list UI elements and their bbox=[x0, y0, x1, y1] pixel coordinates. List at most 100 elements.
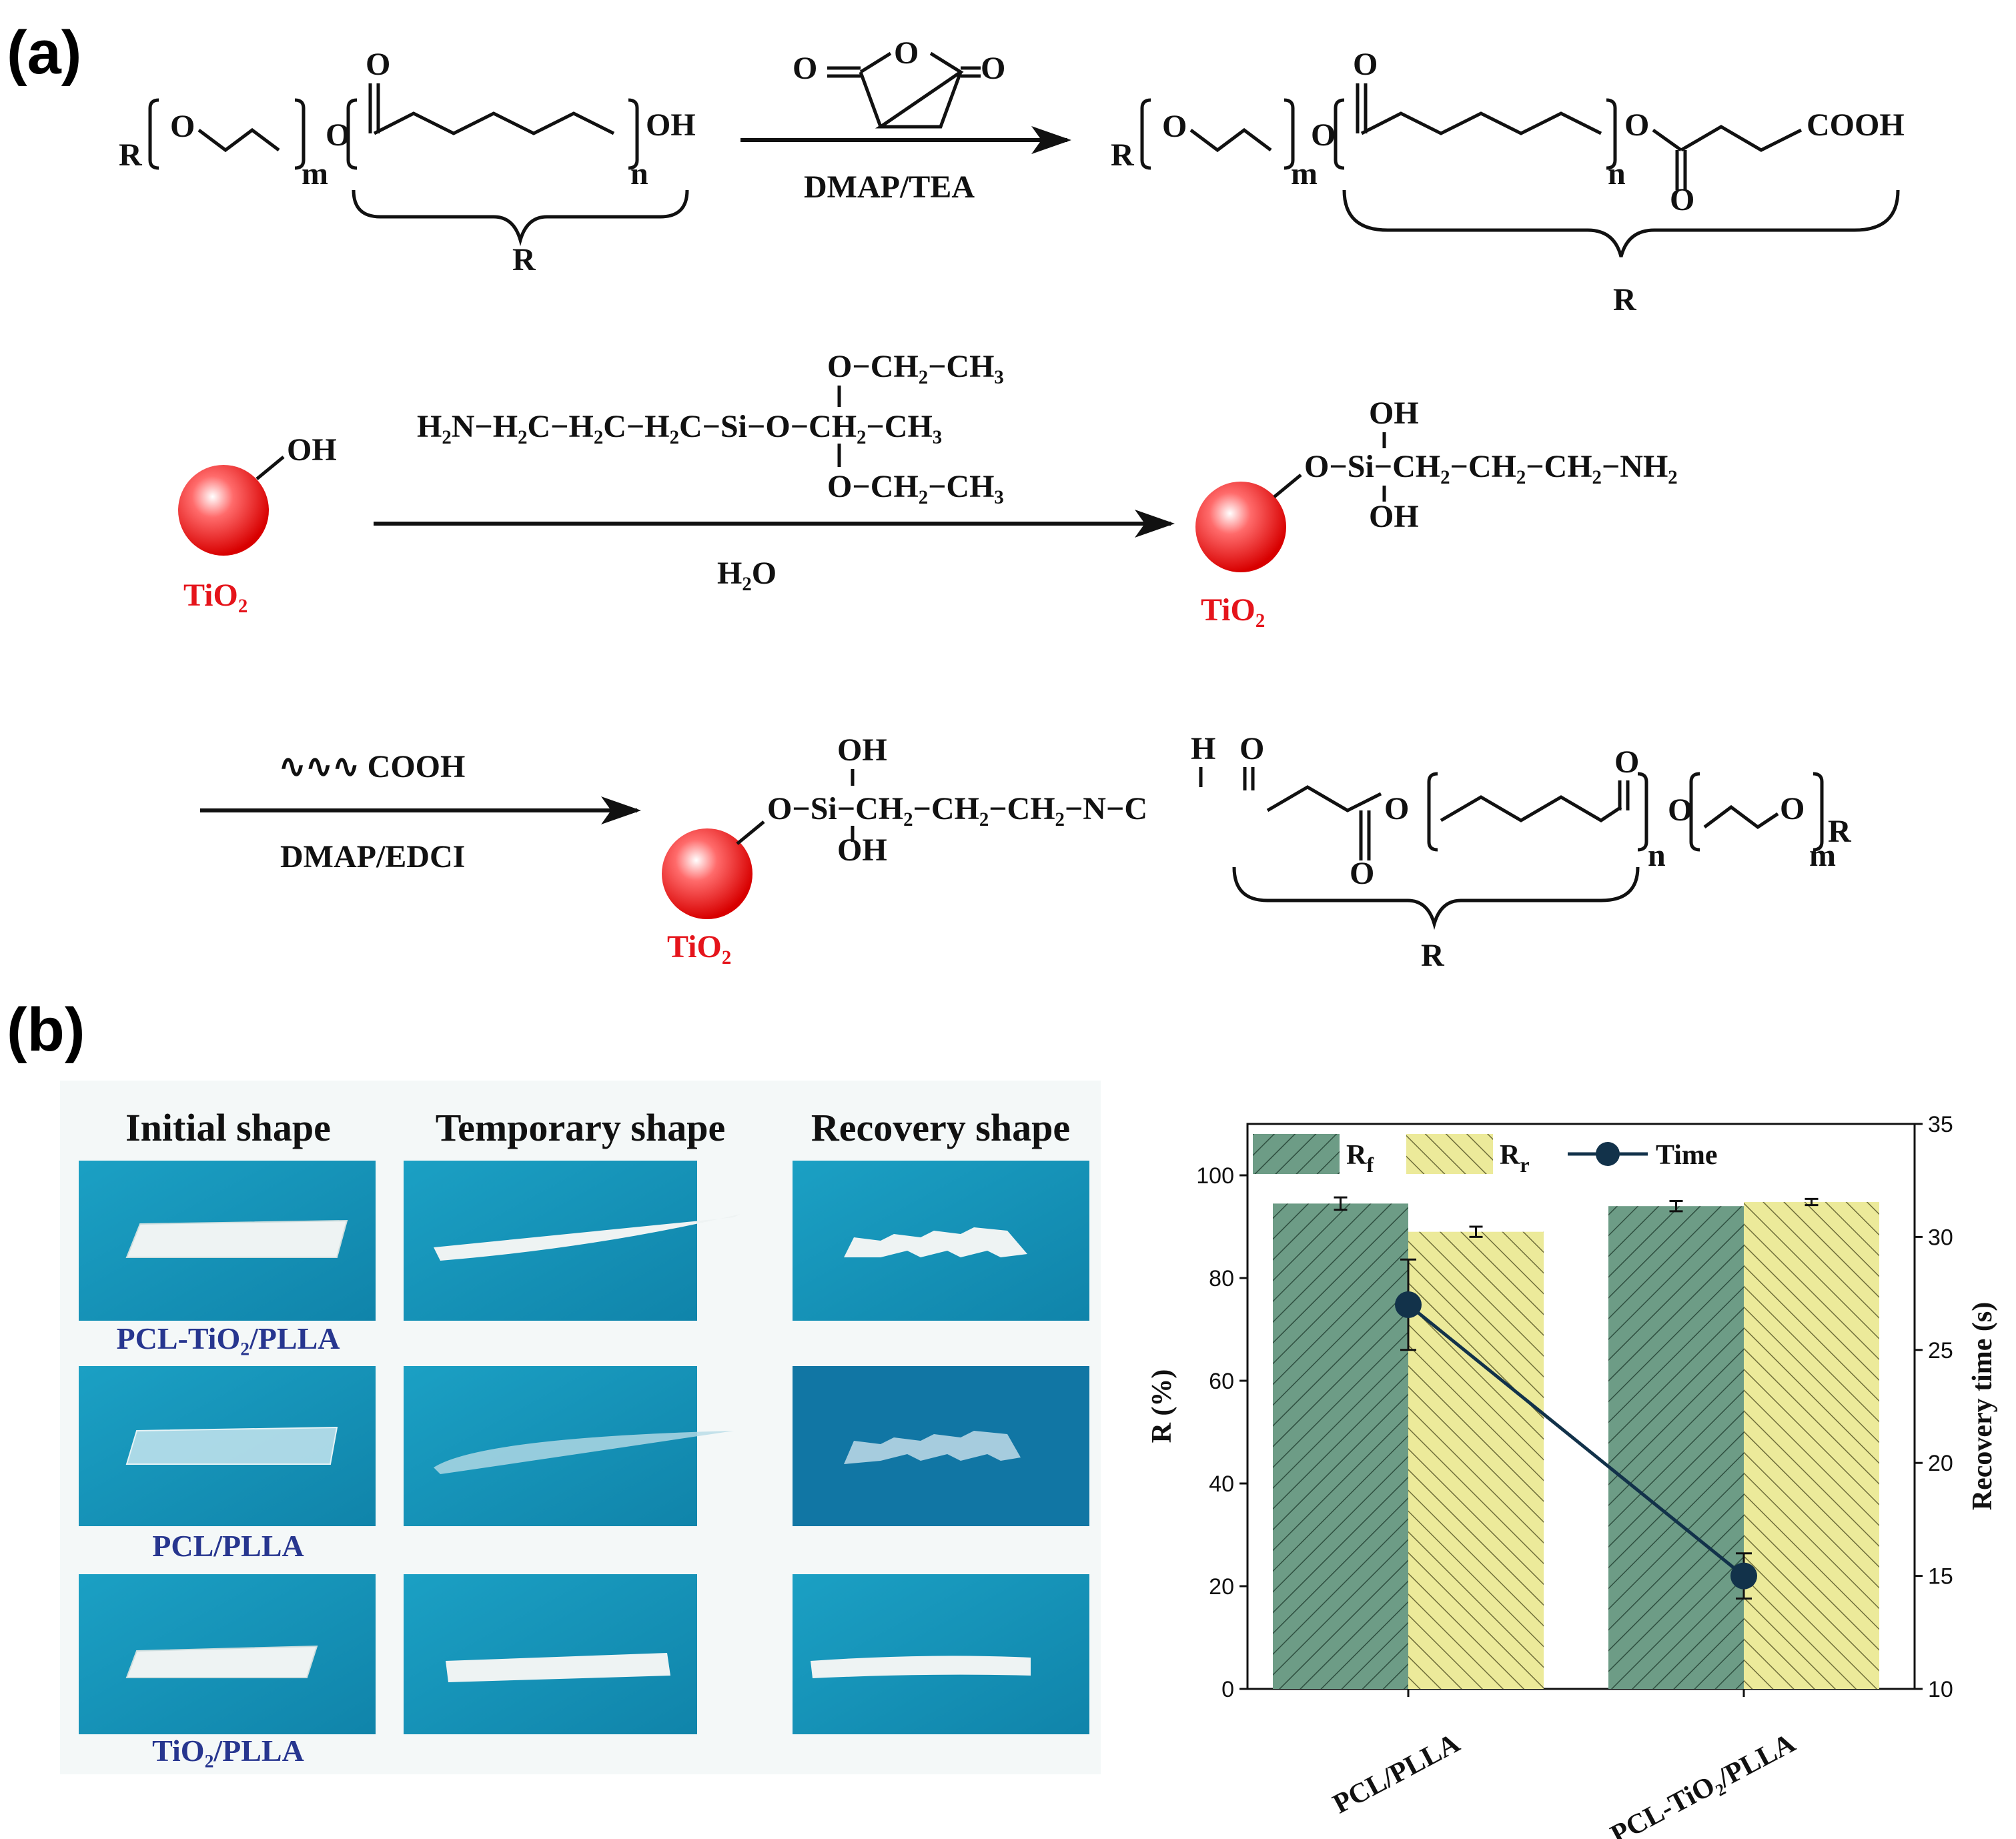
header-initial-shape: Initial shape bbox=[125, 1106, 331, 1149]
ester-o: O bbox=[326, 117, 350, 153]
row-label-tio2-plla: TiO₂/PLLA bbox=[152, 1734, 304, 1768]
tio2-particle-reactant: OH TiO₂ bbox=[178, 432, 337, 613]
silane-ethoxy-top: O−CH₂−CH₃ bbox=[827, 349, 1004, 384]
errorbar-rr-0 bbox=[1469, 1225, 1483, 1238]
ytick-label-left-0: 0 bbox=[1221, 1677, 1234, 1702]
svg-text:O: O bbox=[1353, 47, 1378, 82]
legend: Rf Rr Time bbox=[1253, 1134, 1718, 1177]
ytick-label-left-60: 60 bbox=[1209, 1369, 1234, 1394]
legend-swatch-rf bbox=[1253, 1134, 1340, 1174]
svg-text:n: n bbox=[1608, 156, 1626, 191]
photo-tio2-recovery bbox=[793, 1574, 1089, 1734]
terminal-oh: OH bbox=[646, 107, 696, 143]
carbonyl-o: O bbox=[366, 47, 390, 82]
svg-text:TiO₂: TiO₂ bbox=[667, 929, 731, 965]
tio2-aptes-product: OH O−Si−CH₂−CH₂−CH₂−NH₂ OH TiO₂ bbox=[1195, 396, 1678, 628]
reactant-peg-pcl: R O m O O n OH R bbox=[119, 47, 696, 277]
errorbar-rr-1 bbox=[1805, 1197, 1819, 1207]
errorbar-rf-1 bbox=[1669, 1200, 1683, 1213]
aptes-chain: H₂N−H₂C−H₂C−H₂C−Si−O−CH₂−CH₃ bbox=[417, 409, 942, 444]
ytick-label-left-80: 80 bbox=[1209, 1266, 1234, 1291]
svg-text:OH: OH bbox=[837, 832, 887, 868]
bar-rf-1 bbox=[1608, 1206, 1744, 1689]
svg-text:OH: OH bbox=[837, 732, 887, 768]
row-label-pcl-plla: PCL/PLLA bbox=[152, 1529, 304, 1563]
svg-text:O: O bbox=[793, 51, 817, 86]
svg-text:O: O bbox=[1670, 182, 1694, 217]
shape-memory-chart: 0 20 40 60 80 100 10 15 20 25 30 35 PCL/PLLA PCL-Ti… bbox=[1147, 1112, 1998, 1839]
amino-silane-chain: O−Si−CH₂−CH₂−CH₂−NH₂ bbox=[1304, 449, 1678, 484]
ytick-label-right-25: 25 bbox=[1928, 1338, 1953, 1363]
ether-o: O bbox=[170, 109, 195, 144]
svg-text:O: O bbox=[1780, 791, 1805, 826]
tio2-sphere bbox=[178, 465, 269, 556]
silane-ethoxy-bottom: O−CH₂−CH₃ bbox=[827, 469, 1004, 504]
n-subscript: n bbox=[630, 156, 648, 191]
linker-chain: O−Si−CH₂−CH₂−CH₂−N−C bbox=[767, 791, 1147, 826]
succinic-anhydride-structure: O O O bbox=[793, 35, 1005, 129]
panel-a-label: (a) bbox=[7, 19, 81, 87]
svg-text:OH: OH bbox=[1369, 499, 1419, 534]
svg-text:n: n bbox=[1648, 838, 1666, 873]
legend-label-rf: Rf bbox=[1346, 1140, 1374, 1177]
ytick-label-left-20: 20 bbox=[1209, 1574, 1234, 1600]
svg-text:O: O bbox=[894, 35, 919, 71]
ytick-label-right-20: 20 bbox=[1928, 1451, 1953, 1476]
surface-oh: OH bbox=[287, 432, 337, 468]
plot-frame bbox=[1246, 1123, 1916, 1690]
tio2-sphere bbox=[662, 828, 752, 919]
r-group-label: R bbox=[119, 137, 143, 173]
reaction-arrow-1: O O O DMAP/TEA bbox=[740, 35, 1071, 205]
header-recovery-shape: Recovery shape bbox=[811, 1106, 1070, 1149]
reagent-dmap-tea: DMAP/TEA bbox=[804, 169, 975, 205]
svg-text:O: O bbox=[1624, 107, 1649, 143]
ytick-label-left-100: 100 bbox=[1196, 1163, 1234, 1189]
legend-marker-time bbox=[1596, 1142, 1620, 1166]
final-grafted-product: OH O−Si−CH₂−CH₂−CH₂−N−C OH H O O O O n O… bbox=[662, 731, 1852, 973]
tio2-label: TiO₂ bbox=[183, 578, 247, 613]
ytick-label-right-10: 10 bbox=[1928, 1677, 1953, 1702]
svg-text:O: O bbox=[1614, 744, 1639, 780]
svg-text:O: O bbox=[1668, 792, 1692, 828]
ytick-label-right-30: 30 bbox=[1928, 1225, 1953, 1250]
reagent-cooh-polymer: ∿∿∿ COOH bbox=[279, 749, 465, 784]
svg-text:R: R bbox=[1828, 814, 1852, 849]
product-carboxylated-polymer: R O m O O n O O COOH R bbox=[1111, 47, 1905, 318]
row-label-pcl-tio2-plla: PCL-TiO₂/PLLA bbox=[117, 1321, 340, 1355]
x-category-label-1: PCL-TiO₂/PLLA bbox=[1606, 1728, 1801, 1839]
cooh-group: COOH bbox=[1807, 107, 1905, 143]
svg-text:O: O bbox=[1162, 109, 1187, 144]
amide-h: H bbox=[1191, 731, 1215, 766]
y-axis-label-right: Recovery time (s) bbox=[1967, 1302, 1998, 1511]
amide-o: O bbox=[1239, 731, 1264, 766]
y-axis-label-left: R (%) bbox=[1147, 1369, 1177, 1443]
reaction-arrow-2: O−CH₂−CH₃ H₂N−H₂C−H₂C−H₂C−Si−O−CH₂−CH₃ O… bbox=[374, 349, 1175, 591]
header-temporary-shape: Temporary shape bbox=[436, 1106, 726, 1149]
svg-text:R: R bbox=[1111, 137, 1135, 173]
ytick-label-right-15: 15 bbox=[1928, 1564, 1953, 1590]
svg-text:O: O bbox=[1350, 856, 1374, 891]
time-point-1 bbox=[1730, 1562, 1757, 1590]
shape-memory-photos: Initial shape Temporary shape Recovery s… bbox=[60, 1081, 1101, 1774]
m-subscript: m bbox=[302, 156, 328, 191]
time-point-0 bbox=[1395, 1291, 1422, 1319]
bar-rr-0 bbox=[1408, 1231, 1544, 1689]
svg-text:m: m bbox=[1809, 838, 1836, 873]
legend-label-time: Time bbox=[1656, 1140, 1718, 1171]
tio2-sphere bbox=[1195, 482, 1286, 572]
svg-text:O: O bbox=[1384, 791, 1409, 826]
legend-label-rr: Rr bbox=[1500, 1140, 1530, 1177]
svg-text:O: O bbox=[981, 51, 1005, 86]
svg-text:TiO₂: TiO₂ bbox=[1201, 592, 1265, 628]
errorbar-rf-0 bbox=[1334, 1196, 1348, 1211]
reaction-arrow-3: ∿∿∿ COOH DMAP/EDCI bbox=[200, 749, 641, 874]
ytick-label-left-40: 40 bbox=[1209, 1471, 1234, 1497]
svg-text:O: O bbox=[1311, 117, 1336, 153]
panel-b-label: (b) bbox=[7, 996, 85, 1064]
ytick-label-right-35: 35 bbox=[1928, 1112, 1953, 1137]
x-category-label-0: PCL/PLLA bbox=[1328, 1728, 1466, 1820]
svg-text:R: R bbox=[1613, 282, 1637, 318]
bar-rf-0 bbox=[1273, 1203, 1408, 1689]
time-series-line bbox=[1407, 1303, 1745, 1578]
